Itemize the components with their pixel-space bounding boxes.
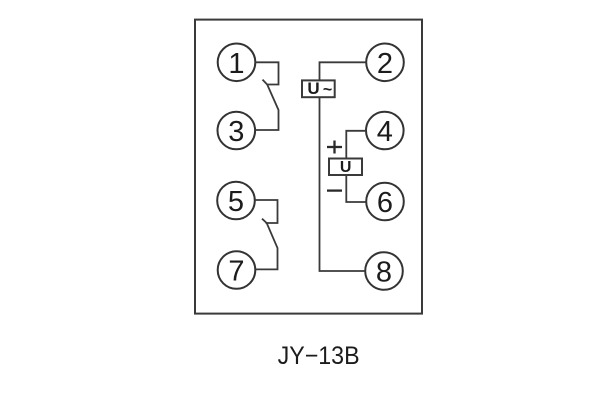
svg-text:8: 8 (376, 257, 392, 289)
svg-text:3: 3 (228, 116, 244, 148)
svg-text:U: U (307, 79, 319, 98)
svg-text:4: 4 (377, 116, 393, 148)
svg-text:~: ~ (323, 82, 332, 99)
svg-text:1: 1 (228, 48, 244, 80)
svg-text:JY−13B: JY−13B (278, 342, 360, 370)
svg-text:2: 2 (377, 48, 393, 80)
svg-text:U: U (340, 159, 352, 176)
svg-text:7: 7 (228, 256, 244, 288)
svg-text:6: 6 (377, 187, 393, 219)
svg-text:5: 5 (228, 186, 244, 218)
